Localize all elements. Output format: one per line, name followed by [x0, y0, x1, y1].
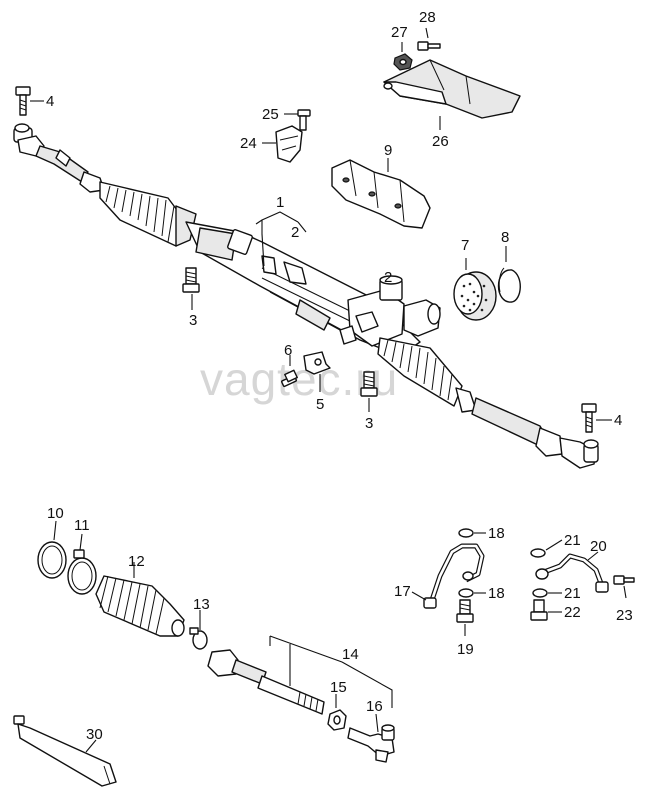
callout-10: 10	[47, 505, 64, 522]
callout-21: 21	[564, 532, 581, 549]
bolt-3-upper: 3	[182, 267, 200, 329]
callout-11: 11	[74, 517, 90, 534]
callout-18: 18	[488, 525, 505, 542]
callout-28: 28	[419, 9, 436, 26]
left-tie-rod-end	[13, 123, 105, 193]
grease-tube-30: 30	[13, 715, 117, 787]
bolt-6: 6	[281, 342, 298, 388]
callout-15: 15	[330, 679, 347, 696]
callout-19: 19	[457, 641, 474, 658]
heat-shield-26: 26	[383, 59, 521, 150]
nut-15: 15	[327, 679, 347, 731]
bolt-23: 23	[613, 575, 635, 624]
bolt-4-right: 4	[581, 403, 622, 433]
callout-26: 26	[432, 133, 449, 150]
ring-10: 10	[37, 505, 67, 579]
pressure-line-17: 17	[394, 543, 485, 609]
bolt-4-left: 4	[15, 86, 54, 116]
callout-6: 6	[284, 342, 292, 359]
callout-2: 2	[291, 224, 299, 241]
callout-12: 12	[128, 553, 145, 570]
right-bellows	[377, 337, 463, 407]
banjo-bolt-22: 22	[530, 599, 581, 621]
tie-rod-end-16: 16	[347, 698, 395, 763]
tie-rod-14: 14	[207, 635, 393, 715]
nut-27: 27	[391, 24, 413, 71]
callout-17: 17	[394, 583, 411, 600]
callout-24: 24	[240, 135, 257, 152]
callout-bracket-1: 1 2	[255, 194, 307, 267]
callout-4: 4	[46, 93, 54, 110]
seal-ring-21-upper: 21	[530, 532, 581, 558]
callout-14: 14	[342, 646, 359, 663]
callout-20: 20	[590, 538, 607, 555]
return-line-20: 20	[535, 538, 609, 593]
steering-rack-assembly	[13, 123, 599, 469]
callout-5: 5	[316, 396, 324, 413]
clamp-13: 13	[189, 596, 210, 650]
callout-21: 21	[564, 585, 581, 602]
bolt-25: 25	[262, 106, 311, 131]
banjo-bolt-19: 19	[456, 599, 474, 658]
seal-ring-18-upper: 18	[458, 525, 505, 542]
seal-ring-18-lower: 18	[458, 585, 505, 602]
callout-9: 9	[384, 142, 392, 159]
callout-18: 18	[488, 585, 505, 602]
callout-22: 22	[564, 604, 581, 621]
right-tie-rod-end	[455, 387, 599, 469]
seal-7: 7	[453, 237, 497, 321]
callout-1: 1	[276, 194, 284, 211]
bolt-3-lower: 3	[360, 371, 378, 432]
circlip-8: 8	[497, 229, 521, 303]
bellows-12: 12	[95, 553, 185, 637]
callout-2: 2	[384, 269, 392, 286]
callout-13: 13	[193, 596, 210, 613]
callout-4: 4	[614, 412, 622, 429]
clamp-5: 5	[303, 351, 331, 413]
callout-8: 8	[501, 229, 509, 246]
callout-3: 3	[365, 415, 373, 432]
left-bellows	[99, 181, 197, 247]
callout-30: 30	[86, 726, 103, 743]
callout-25: 25	[262, 106, 279, 123]
callout-23: 23	[616, 607, 633, 624]
callout-16: 16	[366, 698, 383, 715]
rack-housing	[185, 221, 441, 357]
callout-27: 27	[391, 24, 408, 41]
clip-24: 24	[240, 125, 303, 163]
clamp-11: 11	[67, 517, 97, 595]
callout-7: 7	[461, 237, 469, 254]
insulation-9: 9	[331, 142, 431, 229]
bolt-28: 28	[417, 9, 441, 51]
callout-2-pinion: 2	[384, 269, 392, 286]
callout-3: 3	[189, 312, 197, 329]
seal-ring-21-lower: 21	[532, 585, 581, 602]
